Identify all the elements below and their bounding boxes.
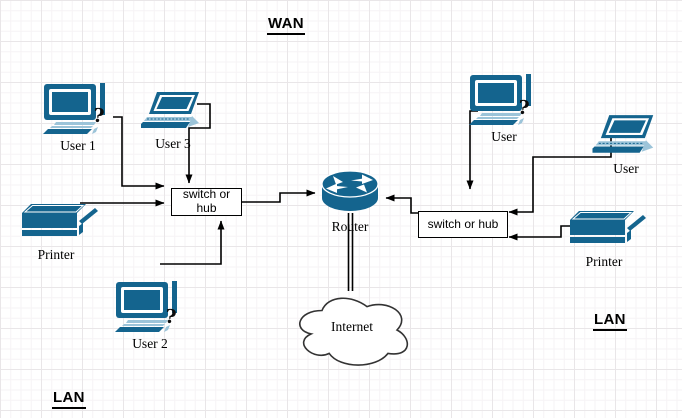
node-printer-left: Printer (14, 201, 98, 263)
node-user-right-desktop: ? User (466, 71, 542, 145)
edge-printer-right-switch-right (508, 225, 572, 241)
wan-heading: WAN (267, 15, 305, 35)
node-switch-right: switch or hub (418, 211, 508, 238)
node-printer-right: Printer (562, 208, 646, 270)
node-user3: User 3 (141, 90, 205, 152)
edge-switch-right-router (385, 194, 418, 214)
node-label: Internet (331, 319, 373, 334)
edge-user1-switch-left (113, 116, 165, 190)
router-icon (321, 170, 379, 211)
desktop-pc-icon (115, 281, 177, 332)
node-router: Router (321, 169, 379, 235)
laptop-icon (592, 115, 654, 153)
node-switch-left: switch or hub (171, 187, 242, 216)
edge-switch-left-router (242, 189, 316, 203)
printer-icon (570, 211, 646, 243)
node-user2: ? User 2 (110, 278, 190, 352)
switch-label: switch or hub (182, 187, 231, 215)
node-label: User 2 (132, 335, 168, 351)
cloud-icon (299, 297, 408, 366)
node-user1: ? User 1 (38, 80, 118, 154)
node-internet: Internet (292, 291, 412, 369)
desktop-pc-icon (43, 83, 105, 134)
node-label: User (613, 160, 639, 176)
node-label: User 1 (60, 137, 96, 153)
lan-heading-right: LAN (593, 311, 627, 331)
question-mark: ? (163, 305, 178, 329)
lan-heading-left: LAN (52, 389, 86, 409)
node-label: Router (331, 218, 369, 234)
desktop-pc-icon (469, 74, 531, 125)
node-label: User 3 (155, 135, 191, 151)
edge-user3-switch-left (185, 103, 211, 184)
node-label: User (491, 128, 517, 144)
question-mark: ? (91, 104, 106, 128)
node-user-right-laptop: User (592, 113, 660, 177)
printer-icon (22, 204, 98, 236)
edge-user2-switch-left (160, 220, 225, 265)
switch-label: switch or hub (427, 216, 499, 231)
node-label: Printer (585, 253, 623, 269)
laptop-icon (141, 92, 199, 128)
node-label: Printer (37, 246, 75, 262)
question-mark: ? (516, 96, 531, 120)
